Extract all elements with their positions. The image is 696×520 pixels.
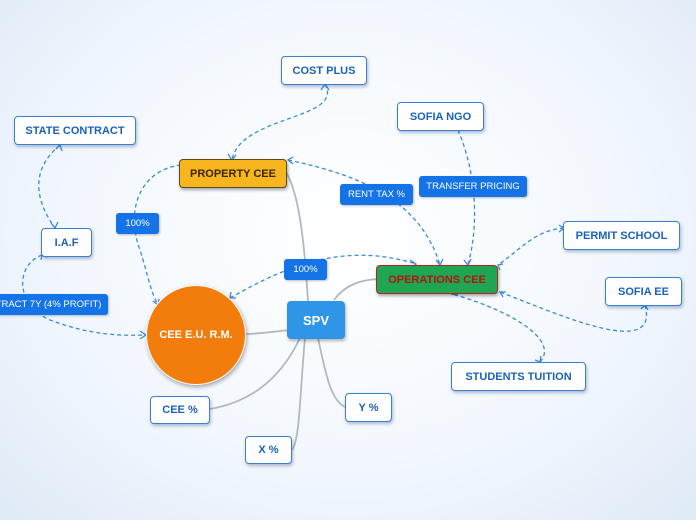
rel-permitschool-operations: [497, 227, 565, 266]
operations-cee-node[interactable]: OPERATIONS CEE: [376, 265, 498, 294]
rel-statecontract-iaf: [38, 144, 61, 229]
rel-costplus-property: [231, 83, 329, 161]
branch-spv-x-pct: [291, 337, 306, 451]
branch-spv-property: [285, 171, 309, 303]
permit-school-node[interactable]: PERMIT SCHOOL: [563, 221, 680, 250]
rel-property-cee: [133, 164, 182, 306]
arrow-operations-e: [498, 291, 506, 298]
label-100-mid: 100%: [284, 259, 327, 280]
rel-sofiaee-operations: [499, 291, 648, 332]
y-pct-node[interactable]: Y %: [345, 393, 392, 422]
rel-iaf-cee: [22, 254, 147, 336]
spv-center-node[interactable]: SPV: [287, 301, 345, 339]
label-transfer-pricing: TRANSFER PRICING: [419, 176, 527, 197]
arrow-operations-d: [497, 263, 504, 271]
label-rent-tax: RENT TAX %: [340, 184, 413, 205]
sofia-ngo-node[interactable]: SOFIA NGO: [397, 102, 484, 131]
property-cee-node[interactable]: PROPERTY CEE: [179, 159, 287, 188]
branch-spv-y-pct: [317, 337, 346, 408]
branch-spv-cee-pct: [209, 337, 301, 410]
cee-eurm-node[interactable]: CEE E.U. R.M.: [146, 285, 246, 385]
label-100-left: 100%: [116, 213, 159, 234]
cost-plus-node[interactable]: COST PLUS: [281, 56, 367, 85]
rel-students-operations: [451, 293, 546, 363]
label-contract-7y: CONTRACT 7Y (4% PROFIT): [0, 294, 108, 315]
students-tuition-node[interactable]: STUDENTS TUITION: [451, 362, 586, 391]
rel-property-operations: [287, 159, 441, 266]
rel-sofiango-operations: [457, 129, 476, 266]
state-contract-node[interactable]: STATE CONTRACT: [14, 116, 136, 145]
arrow-property-right: [286, 156, 294, 165]
arrow-statecontract: [55, 143, 63, 152]
branch-spv-operations: [333, 278, 379, 301]
cee-pct-node[interactable]: CEE %: [150, 396, 210, 424]
iaf-node[interactable]: I.A.F: [41, 228, 92, 257]
sofia-ee-node[interactable]: SOFIA EE: [605, 277, 682, 306]
branch-spv-cee-eurm: [245, 329, 291, 335]
x-pct-node[interactable]: X %: [245, 436, 292, 464]
